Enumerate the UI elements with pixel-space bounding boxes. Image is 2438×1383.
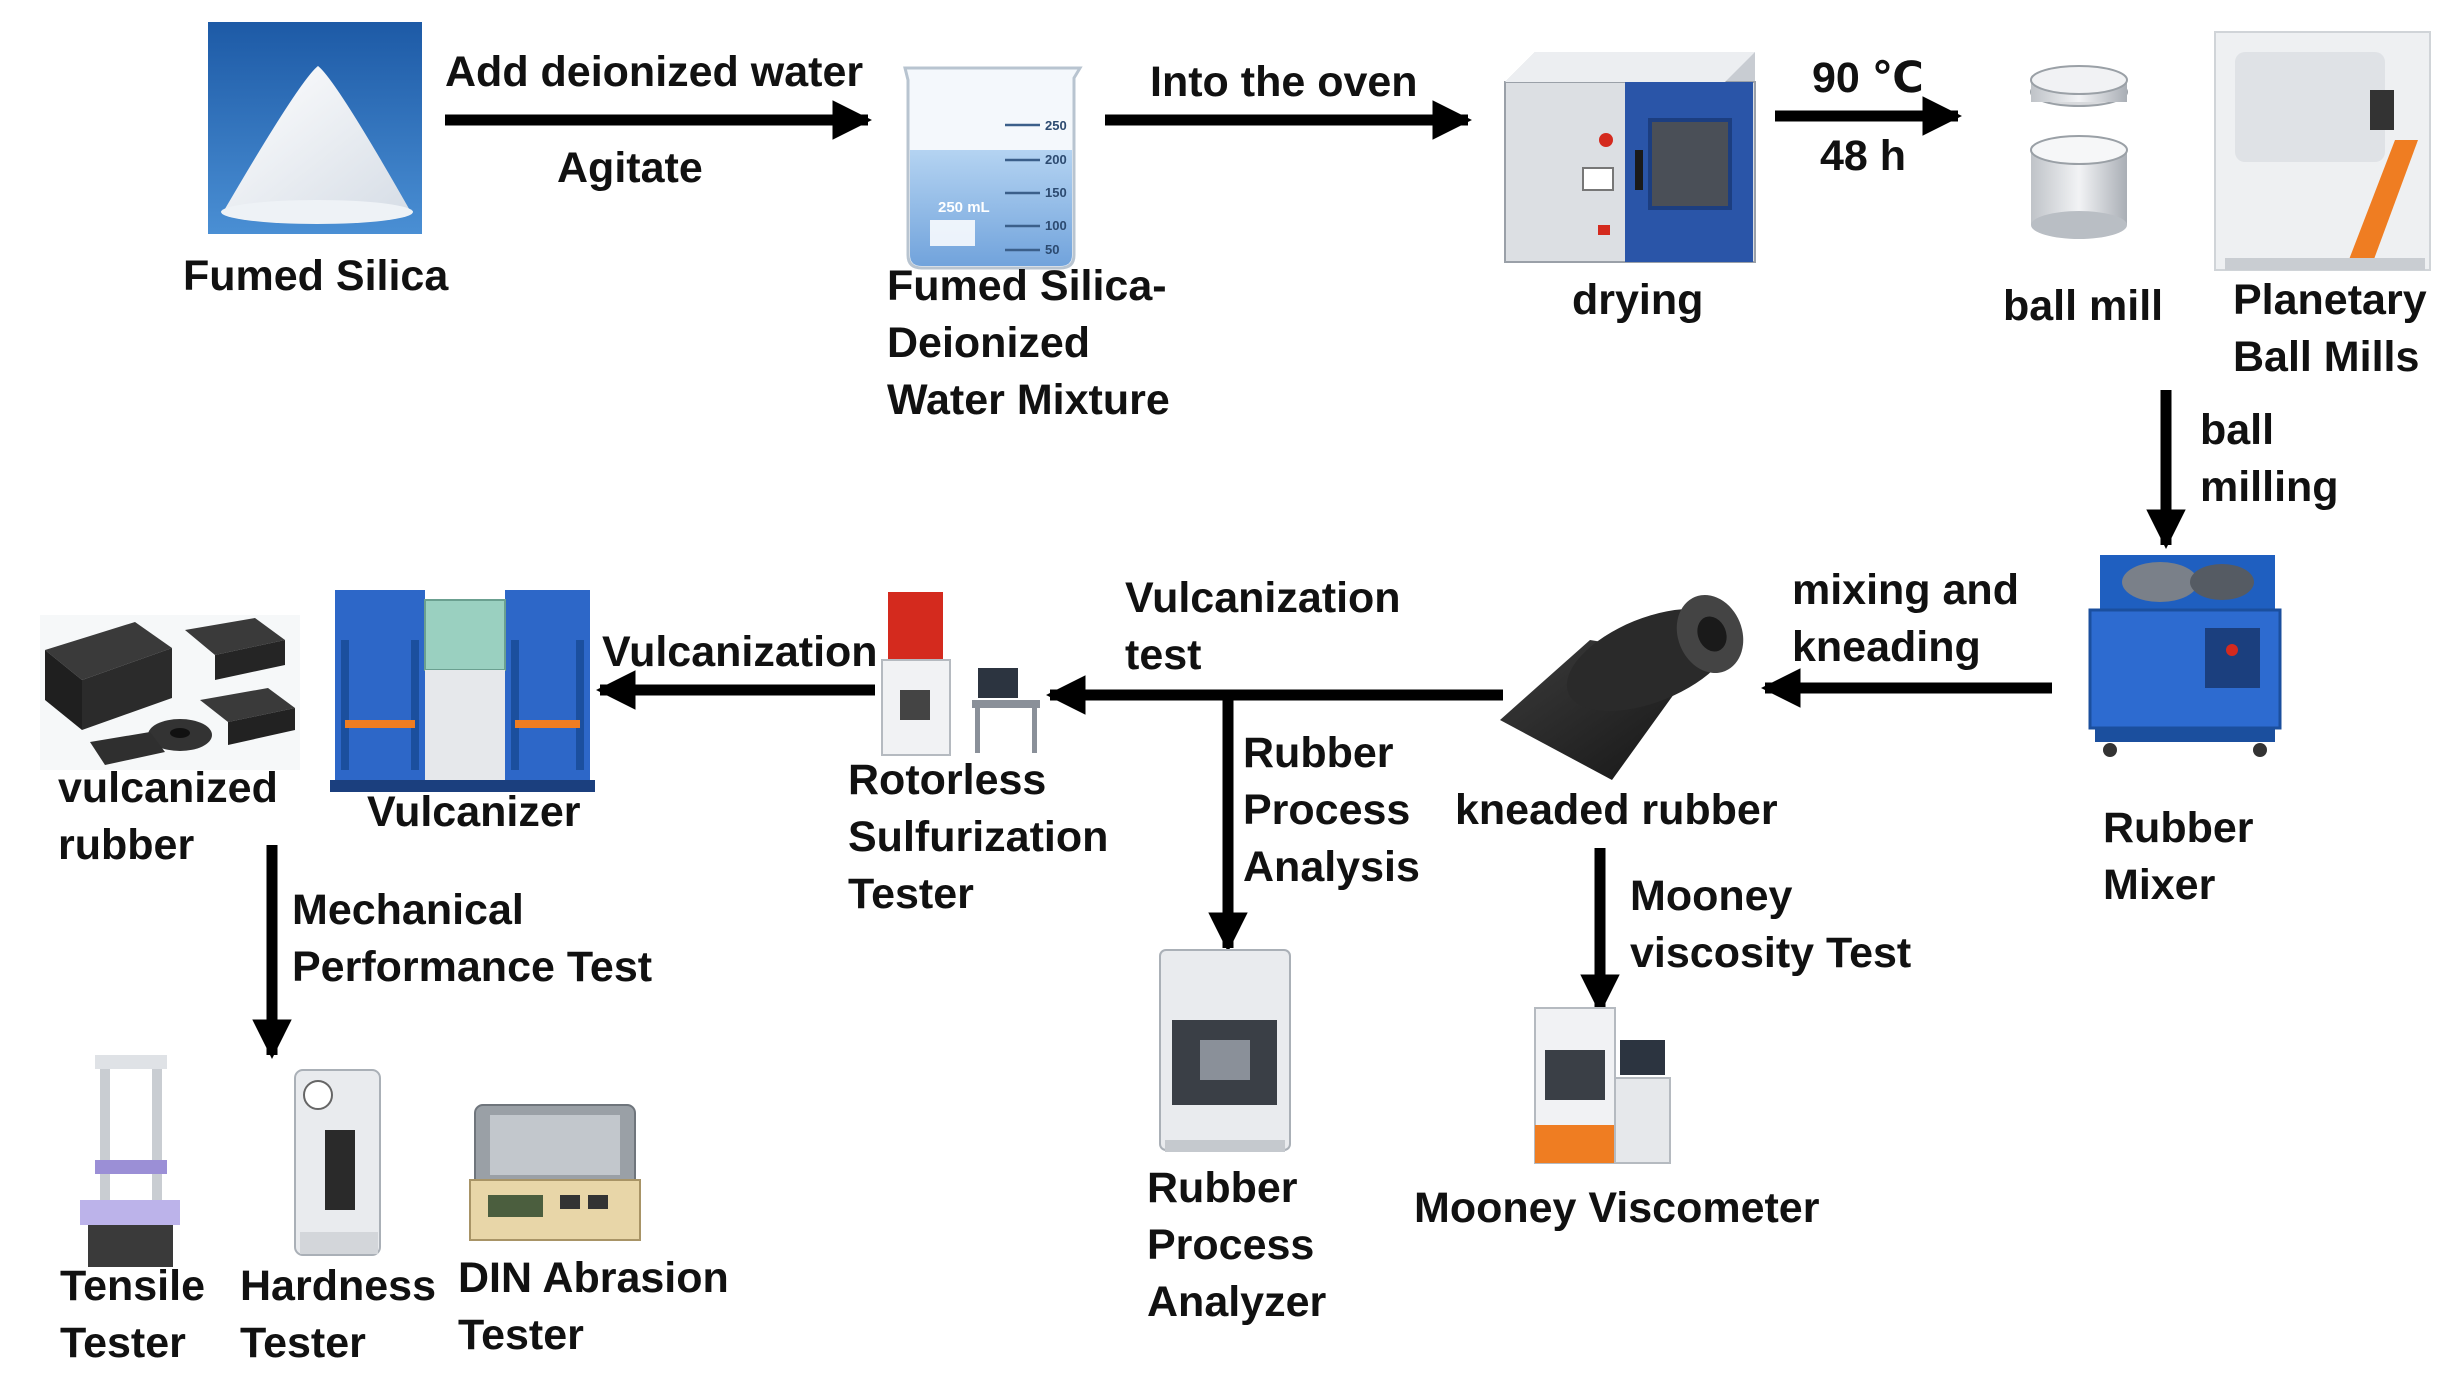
- step-temperature: 90 ℃: [1812, 54, 1924, 102]
- rotorless-tester-image: [881, 592, 1040, 756]
- label-din-abrasion-tester: DIN Abrasion Tester: [458, 1254, 729, 1359]
- step-mooney-test: Mooney viscosity Test: [1630, 872, 1912, 977]
- beaker-volume-label: 250 mL: [938, 199, 990, 216]
- beaker-tick-200: 200: [1045, 152, 1067, 167]
- step-mixing-kneading: mixing and kneading: [1792, 566, 2019, 671]
- beaker-tick-250: 250: [1045, 118, 1067, 133]
- vulcanized-rubber-image: [40, 615, 300, 770]
- label-rubber-mixer: Rubber Mixer: [2103, 804, 2254, 909]
- rubber-mixer-image: [2088, 555, 2282, 757]
- drying-oven-image: [1504, 52, 1756, 263]
- step-vulcanization-test: Vulcanization test: [1125, 574, 1401, 679]
- label-fumed-silica: Fumed Silica: [183, 252, 449, 300]
- arrows: [252, 96, 2186, 1059]
- beaker-tick-150: 150: [1045, 185, 1067, 200]
- step-add-water: Add deionized water: [445, 48, 864, 96]
- fumed-silica-image: [208, 22, 422, 234]
- planetary-ball-mill-image: [2214, 31, 2431, 271]
- beaker-image: 250 200 150 100 50 250 mL: [903, 66, 1083, 270]
- label-rotorless-tester: Rotorless Sulfurization Tester: [848, 756, 1109, 918]
- beaker-tick-100: 100: [1045, 218, 1067, 233]
- rubber-process-analyzer-image: [1159, 949, 1291, 1152]
- tensile-tester-image: [80, 1055, 180, 1267]
- ball-mill-jar-image: [2030, 65, 2128, 239]
- label-hardness-tester: Hardness Tester: [240, 1262, 436, 1367]
- kneaded-rubber-image: [1500, 595, 1744, 780]
- label-tensile-tester: Tensile Tester: [60, 1262, 205, 1367]
- label-mooney-viscometer: Mooney Viscometer: [1414, 1184, 1820, 1232]
- label-ball-mill: ball mill: [2003, 282, 2164, 330]
- step-rubber-process-analysis: Rubber Process Analysis: [1243, 729, 1420, 891]
- label-planetary-ball-mills: Planetary Ball Mills: [2233, 276, 2427, 381]
- label-drying: drying: [1572, 276, 1704, 324]
- label-mixture: Fumed Silica- Deionized Water Mixture: [887, 262, 1170, 424]
- step-agitate: Agitate: [557, 144, 703, 192]
- beaker-tick-50: 50: [1045, 242, 1059, 257]
- step-into-oven: Into the oven: [1150, 58, 1418, 106]
- label-vulcanized-rubber: vulcanized rubber: [58, 764, 278, 869]
- din-abrasion-tester-image: [469, 1104, 641, 1241]
- vulcanizer-image: [330, 590, 595, 792]
- step-time: 48 h: [1820, 132, 1907, 180]
- label-rubber-process-analyzer: Rubber Process Analyzer: [1147, 1164, 1327, 1326]
- mooney-viscometer-image: [1534, 1007, 1671, 1164]
- step-mechanical-test: Mechanical Performance Test: [292, 886, 653, 991]
- label-kneaded-rubber: kneaded rubber: [1455, 786, 1778, 834]
- label-vulcanizer: Vulcanizer: [367, 788, 581, 836]
- step-vulcanization: Vulcanization: [602, 628, 878, 676]
- hardness-tester-image: [294, 1069, 381, 1256]
- step-ball-milling: ball milling: [2200, 406, 2339, 511]
